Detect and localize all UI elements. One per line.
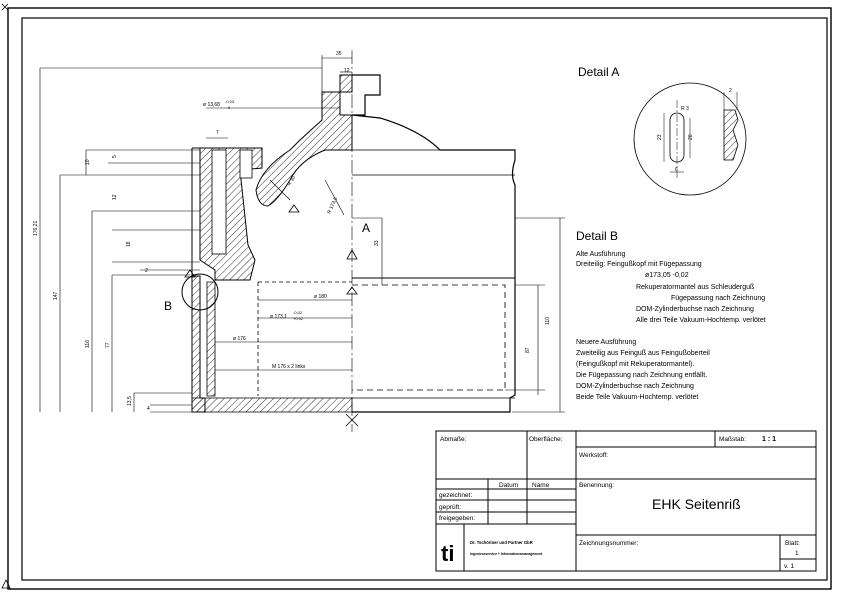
dim-4: 4 <box>147 406 150 412</box>
dim-12-top: 12 <box>344 68 350 74</box>
dim-2: 2 <box>145 268 148 274</box>
cross-mark <box>345 413 359 427</box>
drawing-frame <box>21 17 828 581</box>
bore-cutout <box>211 149 227 255</box>
company-subtitle: Ingenieurservice + Informationsmanagemen… <box>470 552 543 556</box>
detail-a-view <box>633 82 747 196</box>
detail-a-marker: A <box>362 221 370 235</box>
dim-bore-tol-upper: -0,03 <box>225 99 235 104</box>
section-outer-wall <box>191 275 206 413</box>
abmasse-label: Abmaße: <box>440 436 467 443</box>
company-name: Dr. Tschöriner und Partner GbR <box>470 540 533 545</box>
detail-a-marker-arrow <box>346 249 358 260</box>
row-geprueft: geprüft: <box>439 504 461 511</box>
dim-bore-tol-lower: 0 <box>228 105 231 110</box>
section-liner <box>206 281 216 397</box>
detail-b-old-line-3: Rekuperatormantel aus Schleuderguß <box>636 284 754 291</box>
detail-b-old-line-4: Fügepassung nach Zeichnung <box>671 295 765 302</box>
datum-triangle-1 <box>288 204 300 213</box>
detail-a-dim-23: 23 <box>657 134 663 140</box>
row-freigegeben: freigegeben: <box>439 515 475 522</box>
dim-total-height: 176,21 <box>33 220 39 236</box>
zeichnungsnummer-label: Zeichnungsnummer: <box>579 540 638 547</box>
part-view <box>39 50 565 432</box>
oberflaeche-label: Oberfläche: <box>529 436 563 443</box>
detail-a-dim-6: 6 <box>675 167 678 173</box>
detail-a-dim-r3: R 3 <box>681 106 689 112</box>
dim-r1735: R 173,5 <box>326 196 339 215</box>
massstab-label: Maßstab: <box>719 436 746 443</box>
dim-135: 13,5 <box>127 396 133 406</box>
dim-dia-1731: ø 173,1 <box>270 314 287 320</box>
dimension-lines <box>39 55 565 413</box>
detail-b-old-line-1: Dreiteilig: Feingußkopf mit Fügepassung <box>576 261 702 268</box>
outside-profile <box>351 74 516 413</box>
dim-7: 7 <box>216 130 219 136</box>
corner-mark-bottom-left <box>1 579 11 589</box>
detail-b-new-heading: Neuere Ausführung <box>576 339 636 346</box>
detail-b-notes: Alte Ausführung Dreiteilig: Feingußkopf … <box>576 251 766 401</box>
dim-12: 12 <box>112 194 118 200</box>
dim-87: 87 <box>525 347 531 353</box>
outside-hidden <box>352 284 506 391</box>
dim-77: 77 <box>105 342 111 348</box>
detail-b-new-line-2: (Feingußkopf mit Rekuperatormantel). <box>576 361 694 368</box>
bore-cutout-2 <box>239 149 253 179</box>
section-upper-wall <box>199 147 263 281</box>
detail-b-new-line-4: DOM-Zylinderbuchse nach Zeichnung <box>576 383 694 390</box>
detail-b-old-line-5: DOM-Zylinderbuchse nach Zeichnung <box>636 306 754 313</box>
detail-b-new-line-3: Die Fügepassung nach Zeichnung entfällt. <box>576 372 707 379</box>
col-datum: Datum <box>499 482 518 489</box>
dim-33: 33 <box>374 240 380 246</box>
detail-a-dim-20: 20 <box>688 134 694 140</box>
werkstoff-label: Werkstoff: <box>579 452 608 459</box>
corner-mark-top-left <box>1 3 9 11</box>
hidden-cavity <box>257 281 352 396</box>
massstab-value: 1 : 1 <box>762 436 776 443</box>
dim-dia-1731-tol-upper: -0,02 <box>293 310 303 315</box>
dim-5: 5 <box>112 155 118 158</box>
dim-dia-180: ø 180 <box>314 294 327 300</box>
part-dimension-labels: 35 12 ø 13,68 -0,03 0 7 R 30 R 173,5 33 … <box>33 51 551 412</box>
dim-147: 147 <box>53 291 59 300</box>
detail-b-marker: B <box>164 299 172 313</box>
detail-a-dim-2: 2 <box>729 88 732 94</box>
datum-triangle-2 <box>346 286 358 295</box>
detail-a-title: Detail A <box>578 65 619 79</box>
dim-dia-176: ø 176 <box>233 336 246 342</box>
detail-b-new-line-5: Beide Teile Vakuum-Hochtemp. verlötet <box>576 394 698 401</box>
blatt-value: 1 <box>795 550 799 557</box>
dim-r30: R 30 <box>287 175 298 187</box>
col-name: Name <box>532 482 550 489</box>
detail-b-circle <box>181 273 219 311</box>
dim-116: 116 <box>85 340 91 348</box>
benennung-value: EHK Seitenriß <box>652 496 741 512</box>
section-top-boss <box>255 74 353 207</box>
title-block-grid <box>435 430 817 572</box>
dim-18: 18 <box>126 241 132 247</box>
detail-b-title: Detail B <box>576 229 618 243</box>
datum-triangle-3 <box>184 269 196 278</box>
benennung-label: Benennung: <box>579 482 614 489</box>
detail-a-dims: 23 R 3 20 6 2 <box>657 88 732 173</box>
version-label: v. 1 <box>784 563 794 570</box>
dim-35: 35 <box>336 51 342 57</box>
section-bottom-flange <box>191 397 353 413</box>
blatt-label: Blatt: <box>785 540 800 547</box>
detail-b-new-line-1: Zweiteilig aus Feinguß aus Feingußoberte… <box>576 350 710 357</box>
dim-dia-1731-tol-lower: +0,02 <box>293 316 304 321</box>
dim-thread: M 176 x 2 links <box>272 364 306 370</box>
detail-b-old-line-6: Alle drei Teile Vakuum-Hochtemp. verlöte… <box>636 317 766 324</box>
dim-110: 110 <box>545 317 551 325</box>
company-logo: ti <box>441 541 454 566</box>
sheet-border <box>7 7 832 590</box>
detail-b-old-line-2: ø173,05 -0,02 <box>645 272 689 279</box>
row-gezeichnet: gezeichnet: <box>439 492 472 499</box>
dim-bore: ø 13,68 <box>203 102 220 108</box>
dim-10: 10 <box>85 159 91 165</box>
title-block-text: Abmaße: Oberfläche: Maßstab: 1 : 1 Werks… <box>439 436 800 570</box>
detail-b-old-heading: Alte Ausführung <box>576 251 626 258</box>
